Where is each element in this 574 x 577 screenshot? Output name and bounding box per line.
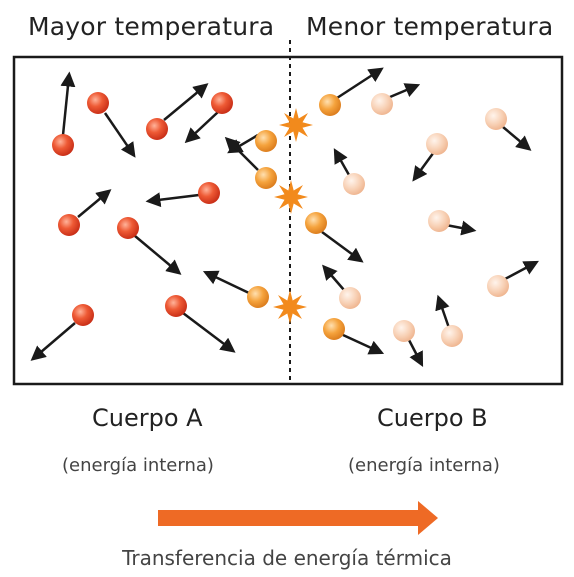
transfer-arrow-shaft: [158, 510, 420, 526]
motion-arrow: [184, 111, 219, 144]
motion-arrow: [77, 189, 112, 218]
cold-particle: [393, 320, 415, 342]
motion-arrow: [322, 264, 345, 291]
cold-particle: [371, 93, 393, 115]
motion-arrow: [202, 270, 250, 295]
contact-particle: [305, 212, 327, 234]
motion-arrow: [60, 71, 76, 136]
hot-particle: [146, 118, 168, 140]
motion-arrow: [336, 67, 384, 100]
cold-particle: [441, 325, 463, 347]
transfer-caption: Transferencia de energía térmica: [122, 546, 452, 570]
contact-particle: [247, 286, 269, 308]
contact-particle: [319, 94, 341, 116]
motion-arrow: [445, 220, 477, 236]
motion-arrow: [134, 235, 182, 275]
motion-arrows: [30, 67, 539, 367]
lower-temperature-label: Menor temperatura: [306, 12, 554, 41]
motion-arrow: [504, 260, 539, 281]
hot-particle: [87, 92, 109, 114]
collision-star-icon: [279, 108, 313, 142]
cold-particle: [339, 287, 361, 309]
cold-particle: [487, 275, 509, 297]
motion-arrow: [321, 230, 364, 263]
motion-arrow: [412, 151, 436, 182]
collision-stars: [273, 108, 313, 324]
contact-particle: [255, 130, 277, 152]
cold-particle: [426, 133, 448, 155]
motion-arrow: [333, 148, 351, 176]
motion-arrow: [163, 83, 209, 121]
motion-arrow: [407, 339, 424, 367]
body-b-label: Cuerpo B: [377, 404, 488, 432]
body-b-sublabel: (energía interna): [348, 455, 500, 476]
motion-arrow: [103, 112, 136, 158]
contact-particle: [255, 167, 277, 189]
collision-star-icon: [274, 180, 308, 214]
higher-temperature-label: Mayor temperatura: [28, 12, 275, 41]
cold-particle: [428, 210, 450, 232]
hot-particle: [165, 295, 187, 317]
hot-particle: [72, 304, 94, 326]
contact-particle: [323, 318, 345, 340]
container-box: [12, 55, 564, 386]
motion-arrow: [435, 294, 451, 329]
hot-particle: [211, 92, 233, 114]
motion-arrow: [30, 322, 76, 361]
motion-arrow: [182, 312, 236, 353]
motion-arrow: [502, 126, 532, 151]
hot-particle: [198, 182, 220, 204]
hot-particle: [52, 134, 74, 156]
particles: [52, 92, 509, 347]
motion-arrow: [342, 333, 385, 355]
hot-particle: [117, 217, 139, 239]
body-a-label: Cuerpo A: [92, 404, 203, 432]
collision-star-icon: [273, 290, 307, 324]
motion-arrow: [389, 83, 421, 99]
hot-particle: [58, 214, 80, 236]
cold-particle: [485, 108, 507, 130]
body-a-sublabel: (energía interna): [62, 455, 214, 476]
motion-arrow: [224, 136, 259, 171]
transfer-arrow-head: [418, 501, 438, 535]
motion-arrow: [145, 192, 200, 208]
cold-particle: [343, 173, 365, 195]
